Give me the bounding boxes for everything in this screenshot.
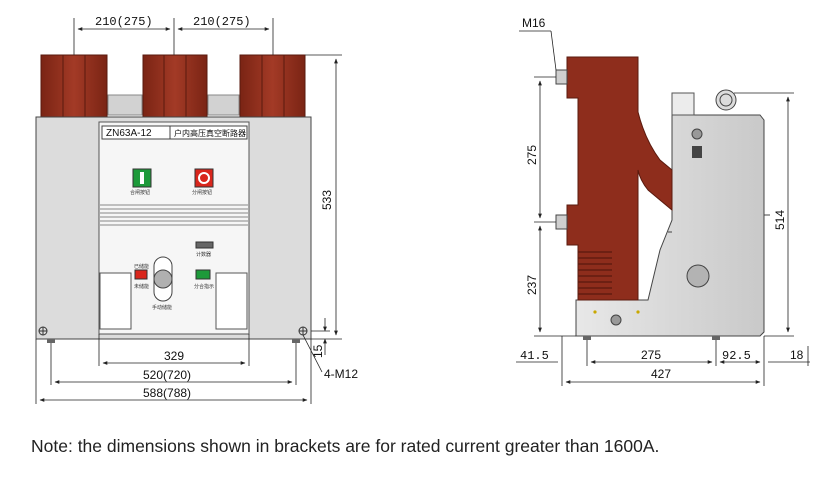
dim-514: 514	[773, 210, 787, 230]
dim-427: 427	[651, 367, 671, 381]
upper-terminal	[555, 69, 568, 85]
charge-indicator	[134, 269, 148, 280]
open-button-caption: 分闸按钮	[192, 189, 212, 196]
front-dimensions	[35, 18, 342, 404]
not-stored-label: 未储能	[134, 283, 149, 290]
stored-label: 已储能	[134, 263, 149, 270]
note-text: Note: the dimensions shown in brackets a…	[31, 436, 660, 456]
counter-window	[195, 241, 214, 249]
dim-275-horizontal: 275	[641, 348, 661, 362]
mounting-bolt-right	[298, 326, 308, 336]
indicator-caption: 分合指示	[194, 283, 214, 290]
dim-18: 18	[790, 348, 804, 362]
nameplate	[101, 125, 248, 140]
dim-height: 533	[320, 190, 334, 210]
insulator-fins	[578, 251, 612, 295]
vent-slots	[100, 204, 248, 226]
dim-588: 588(788)	[143, 386, 191, 400]
dim-275-vertical: 275	[525, 145, 539, 165]
dim-m16: M16	[522, 16, 546, 30]
dim-15: 15	[311, 344, 325, 358]
side-view: M16 275 237 514 41.5 275 92.5 18 427	[516, 16, 810, 386]
side-dimensions	[516, 30, 810, 386]
dim-92-5: 92.5	[722, 349, 751, 363]
dim-237: 237	[525, 275, 539, 295]
dim-bolts: 4-M12	[324, 367, 358, 381]
product-label: 户内高压真空断路器	[174, 128, 246, 138]
lower-terminal	[555, 214, 568, 230]
close-button-caption: 合闸按钮	[130, 189, 150, 196]
mounting-bolt-left	[38, 326, 48, 336]
model-label: ZN63A-12	[106, 128, 152, 139]
top-terminals	[40, 54, 306, 120]
dim-520: 520(720)	[143, 368, 191, 382]
manual-charge-caption: 手动储能	[152, 304, 172, 311]
dim-top-left: 210(275)	[95, 15, 153, 29]
open-button[interactable]	[194, 168, 214, 188]
dim-top-right: 210(275)	[193, 15, 251, 29]
dim-41-5: 41.5	[520, 349, 549, 363]
position-indicator	[195, 269, 211, 280]
counter-caption: 计数器	[196, 251, 211, 258]
front-view: ZN63A-12 户内高压真空断路器 合闸按钮 分闸按钮 计数器 已储能 未储能	[35, 15, 358, 404]
dim-329: 329	[164, 349, 184, 363]
insulator-column	[566, 56, 673, 301]
